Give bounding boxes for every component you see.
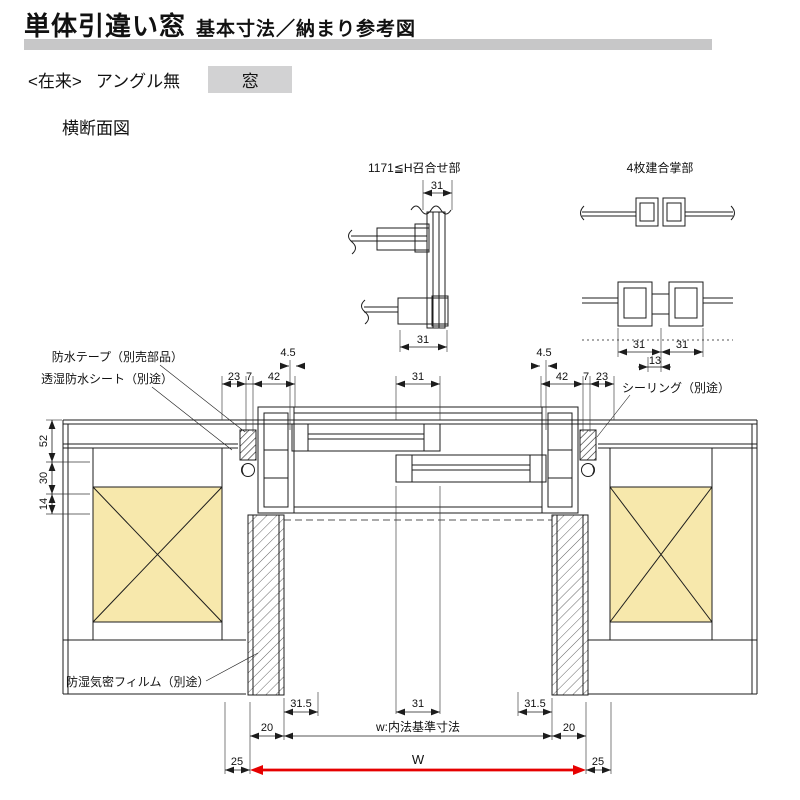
dim-depth-52: 52 <box>38 435 50 447</box>
dim-bottom-20-right: 20 <box>563 722 575 734</box>
dim-depth-14: 14 <box>38 498 50 510</box>
detail-meeting-section: 1171≦H召合せ部 31 31 <box>348 160 461 352</box>
exterior-sash <box>291 423 441 452</box>
jamb-column-right <box>551 514 589 696</box>
section-label: 横断面図 <box>62 119 130 138</box>
dim-tape-left: 4.5 <box>280 347 295 359</box>
page-title: 単体引違い窓 基本寸法／納まり参考図 <box>24 6 416 43</box>
sealing-label: シーリング（別途） <box>622 380 730 395</box>
upper-dimensions: 4.5 4.5 23 7 42 31 <box>221 347 615 432</box>
dim-bottom-315-right: 31.5 <box>524 698 545 710</box>
w-arrowhead-left <box>250 765 263 775</box>
overall-width-arrow: W <box>250 752 586 775</box>
callout-labels: 防水テープ（別売部品） 透湿防水シート（別途） シーリング（別途） 防湿気密フィ… <box>41 349 730 689</box>
dim-right-23: 23 <box>596 371 608 383</box>
tag-construction: <在来> <box>28 72 82 91</box>
waterproof-tape-right <box>579 429 597 461</box>
breathable-sheet-label: 透湿防水シート（別途） <box>41 371 173 386</box>
dim-bottom-20-left: 20 <box>261 722 273 734</box>
dim-right-7: 7 <box>583 371 589 383</box>
dim-overall-width: W <box>412 752 425 767</box>
dim-depth-30: 30 <box>38 472 50 484</box>
tag-window-label: 窓 <box>241 72 259 91</box>
jamb-columns <box>247 514 589 696</box>
sealing-backer-left <box>241 463 255 477</box>
header-divider-bar <box>24 39 712 50</box>
window-frame <box>239 406 597 521</box>
dim-left-23: 23 <box>228 371 240 383</box>
dim-right-42: 42 <box>556 371 568 383</box>
dim-four-panel-offset: 13 <box>649 355 661 367</box>
dim-left-7: 7 <box>246 371 252 383</box>
interior-sash <box>395 454 547 483</box>
wall-section-left <box>62 420 246 695</box>
dim-center-31: 31 <box>412 371 424 383</box>
dim-bottom-315-left: 31.5 <box>290 698 311 710</box>
depth-dimensions: 52 30 14 <box>38 419 90 515</box>
dim-meeting-top: 31 <box>431 180 443 192</box>
dim-four-panel-left: 31 <box>633 339 645 351</box>
dim-inner-width: w:内法基準寸法 <box>375 719 460 734</box>
tag-window-badge: 窓 <box>208 66 293 93</box>
dim-meeting-bottom: 31 <box>417 334 429 346</box>
four-panel-label: 4枚建合掌部 <box>627 160 694 175</box>
tag-row: <在来> アングル無 窓 <box>28 66 293 93</box>
waterproof-tape-left <box>239 429 257 461</box>
dim-bottom-31: 31 <box>412 698 424 710</box>
wall-section-right <box>586 420 758 695</box>
jamb-column-left <box>247 514 285 696</box>
dim-four-panel-right: 31 <box>676 339 688 351</box>
title-main: 単体引違い窓 <box>24 11 187 41</box>
vapor-film-label: 防湿気密フィルム（別途） <box>66 674 210 689</box>
title-subtitle: 基本寸法／納まり参考図 <box>196 19 417 40</box>
waterproof-tape-label: 防水テープ（別売部品） <box>52 349 183 364</box>
meeting-section-label: 1171≦H召合せ部 <box>368 160 461 175</box>
tag-angle: アングル無 <box>95 72 181 91</box>
w-arrowhead-right <box>573 765 586 775</box>
wall-exterior-lines <box>63 419 757 425</box>
detail-four-panel: 4枚建合掌部 31 3 <box>580 160 735 372</box>
dim-bottom-25-left: 25 <box>231 756 243 768</box>
bottom-dimensions: 31.5 31 31.5 20 w:内法基準寸法 20 25 25 W <box>224 486 612 775</box>
dim-left-42: 42 <box>268 371 280 383</box>
dim-bottom-25-right: 25 <box>592 756 604 768</box>
sealing-backer-right <box>581 463 595 477</box>
dim-tape-right: 4.5 <box>536 347 551 359</box>
